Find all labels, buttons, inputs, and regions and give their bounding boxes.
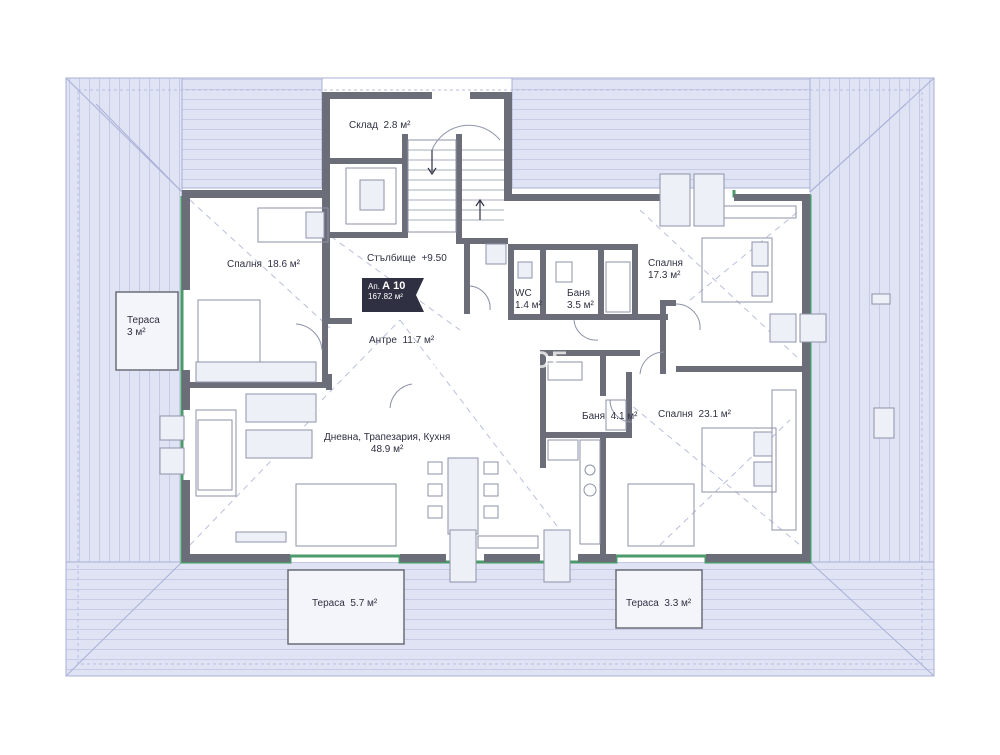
ceiling-slope-lines — [189, 199, 801, 546]
room-label-banya-2: Баня 4.1 м² — [582, 411, 638, 422]
doors — [295, 285, 701, 423]
badge-text: Ап. А 10 167.82 м² — [368, 280, 406, 302]
staircase — [345, 124, 504, 233]
room-label-terasa-3: Тераса 3.3 м² — [626, 598, 692, 609]
room-label-spalnya-1: Спалня 18.6 м² — [227, 259, 300, 270]
room-label-terasa-1: Тераса 3 м² — [127, 315, 160, 338]
room-label-dnevna: Дневна, Трапезария, Кухня 48.9 м² — [324, 432, 451, 455]
furniture — [195, 205, 797, 549]
room-label-terasa-2: Тераса 5.7 м² — [312, 598, 378, 609]
badge-shape-icon — [362, 278, 424, 312]
watermark: ALLIANCE — [432, 347, 570, 374]
room-label-stalbishte: Стълбище +9.50 — [367, 253, 447, 264]
roof — [65, 77, 935, 677]
terraces — [115, 291, 703, 645]
room-label-spalnya-2: Спалня 17.3 м² — [648, 258, 683, 281]
walls — [182, 92, 810, 562]
room-label-sklad: Склад 2.8 м² — [349, 120, 411, 131]
apartment-badge: Ап. А 10 167.82 м² — [362, 278, 424, 312]
room-label-antre: Антре 11.7 м² — [369, 335, 435, 346]
skylights — [159, 173, 895, 583]
room-label-banya-1: Баня 3.5 м² — [567, 288, 594, 311]
room-label-spalnya-3: Спалня 23.1 м² — [658, 409, 731, 420]
room-label-wc: WC 1.4 м² — [515, 288, 542, 311]
